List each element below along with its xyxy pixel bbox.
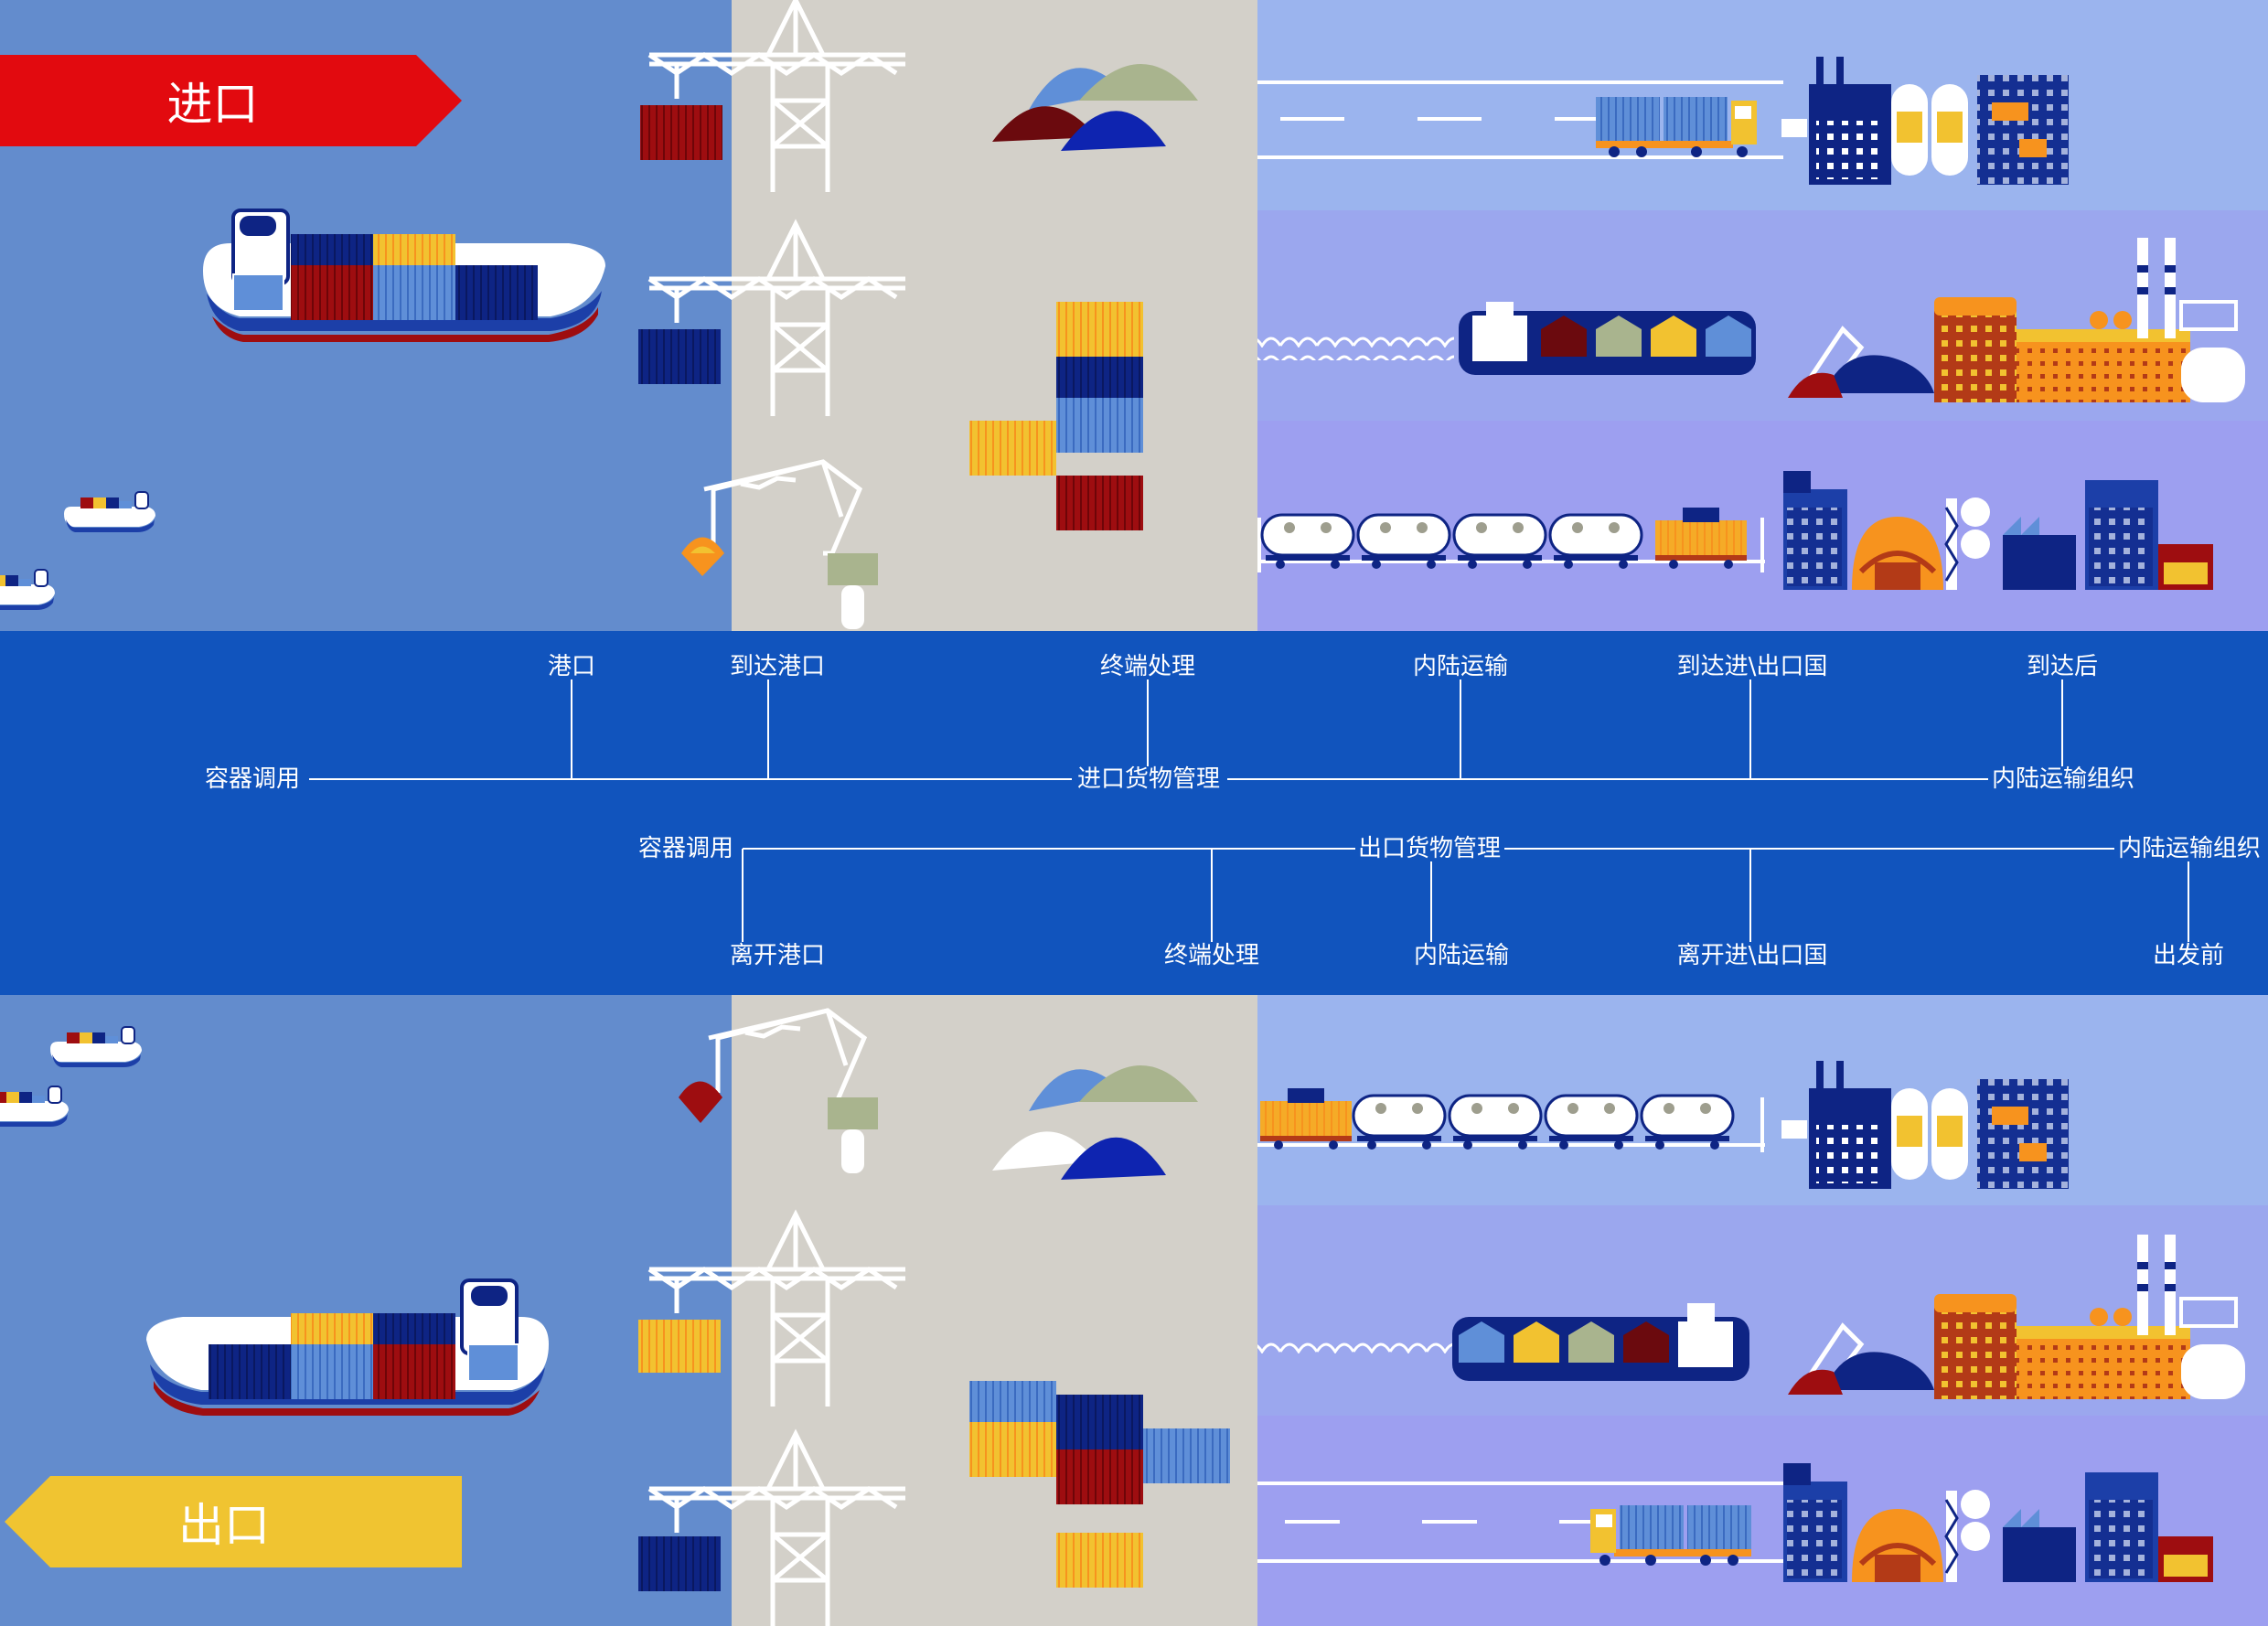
waves-top (1257, 337, 1454, 360)
import-step-arrive-port: 到达港口 (729, 653, 826, 680)
rail-track-bottom (1257, 1097, 1765, 1152)
gate-sign-top (1781, 119, 1807, 137)
import-main-center-label: 进口货物管理 (1076, 765, 1221, 793)
road-top (1257, 80, 1783, 159)
import-step-inland-transport: 内陆运输 (1412, 653, 1509, 680)
container-navy-crane-2 (638, 329, 721, 384)
import-step-terminal: 终端处理 (1099, 653, 1196, 680)
import-banner: 进口 (0, 55, 462, 146)
ship-containers-import (231, 209, 538, 320)
timeline-band (0, 631, 2268, 995)
import-step-post-arrival: 到达后 (2026, 653, 2099, 680)
container-red-crane-1 (640, 105, 722, 160)
rail-track-top (1257, 518, 1765, 572)
container-navy-crane-4 (638, 1536, 721, 1591)
road-bottom (1257, 1482, 1783, 1563)
bulk-piles-top (992, 64, 1198, 151)
container-stack-bottom (969, 1381, 1230, 1588)
export-step-leave-port: 离开港口 (729, 942, 826, 969)
barge-bottom (1452, 1303, 1749, 1381)
grab-bucket-red (679, 1081, 722, 1123)
land-row-road-top (1257, 0, 2268, 210)
import-main-right-label: 内陆运输组织 (1991, 765, 2135, 793)
export-main-center-label: 出口货物管理 (1357, 835, 1502, 862)
export-step-terminal: 终端处理 (1163, 942, 1260, 969)
waves-bottom (1257, 1335, 1454, 1359)
export-step-pre-departure: 出发前 (2152, 942, 2225, 969)
crane-base-bottom (828, 1097, 878, 1173)
export-main-left-label: 容器调用 (637, 835, 734, 862)
bulk-piles-bottom (992, 1065, 1198, 1180)
grab-bucket-orange (681, 537, 724, 576)
export-main-right-label: 内陆运输组织 (2117, 835, 2262, 862)
export-banner: 出口 (5, 1476, 462, 1567)
import-banner-label: 进口 (166, 78, 259, 131)
container-stack-top (969, 302, 1143, 530)
ship-containers-export (209, 1278, 519, 1399)
timeline-lines (309, 679, 2189, 942)
crane-base-top (828, 553, 878, 629)
import-step-arrive-country: 到达进\出口国 (1676, 653, 1828, 680)
export-step-inland-transport: 内陆运输 (1413, 942, 1510, 969)
import-step-port: 港口 (547, 653, 596, 680)
export-step-leave-country: 离开进\出口国 (1676, 942, 1828, 969)
import-main-left-label: 容器调用 (204, 765, 301, 793)
barge-top (1459, 302, 1756, 375)
container-yellow-crane-3 (638, 1320, 721, 1373)
gate-sign-bottom (1781, 1120, 1807, 1139)
export-banner-label: 出口 (178, 1499, 270, 1552)
